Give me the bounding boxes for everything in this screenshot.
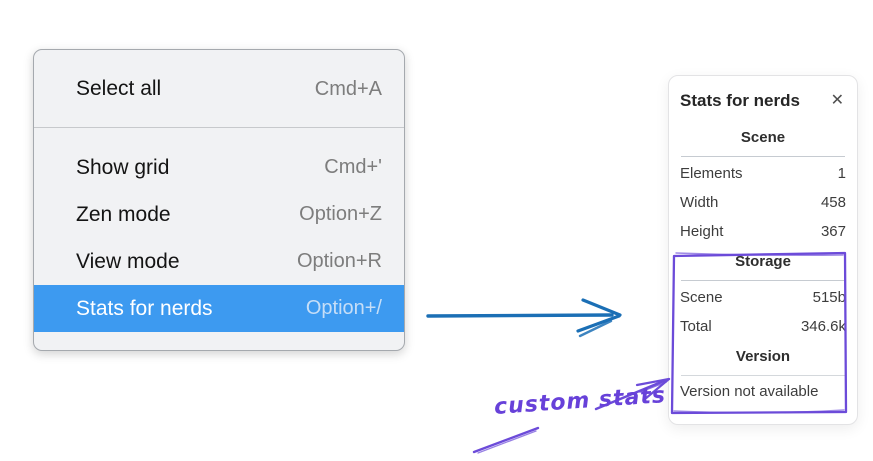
menu-item-label: Stats for nerds (76, 296, 213, 320)
menu-item-shortcut: Option+Z (299, 203, 382, 225)
context-menu: Select all Cmd+A Show grid Cmd+' Zen mod… (33, 49, 405, 351)
stats-panel-header: Stats for nerds ✕ (680, 90, 846, 112)
flow-arrow (426, 298, 622, 338)
menu-divider (34, 127, 404, 128)
menu-group-top: Select all Cmd+A (34, 50, 404, 127)
stat-row-width: Width 458 (680, 194, 846, 212)
menu-item-label: Show grid (76, 155, 170, 179)
menu-group-bottom: Show grid Cmd+' Zen mode Option+Z View m… (34, 128, 404, 350)
menu-item-label: Select all (76, 77, 162, 100)
stat-label: Scene (680, 289, 723, 306)
stats-section-version: Version Version not available (680, 347, 846, 401)
stat-row-scene-size: Scene 515b (680, 289, 846, 307)
menu-item-label: Zen mode (76, 202, 171, 226)
version-note: Version not available (680, 383, 819, 400)
annotation-line (472, 426, 540, 454)
stat-value: 367 (820, 223, 846, 240)
close-icon[interactable]: ✕ (830, 92, 844, 109)
stat-label: Elements (680, 165, 743, 182)
menu-item-show-grid[interactable]: Show grid Cmd+' (34, 144, 404, 191)
menu-item-shortcut: Option+R (296, 250, 382, 272)
menu-item-select-all[interactable]: Select all Cmd+A (34, 63, 404, 115)
section-divider (681, 156, 845, 157)
menu-item-label: View mode (76, 249, 180, 273)
stats-panel: Stats for nerds ✕ Scene Elements 1 Width… (668, 75, 858, 425)
stat-label: Total (680, 318, 712, 335)
stats-section-storage: Storage Scene 515b Total 346.6k (680, 252, 846, 336)
menu-item-shortcut: Option+/ (305, 297, 382, 319)
stats-panel-title: Stats for nerds (680, 91, 800, 110)
stat-value: 346.6k (800, 318, 846, 335)
stat-row-height: Height 367 (680, 223, 846, 241)
stat-value: 458 (820, 194, 846, 211)
stat-label: Width (680, 194, 719, 211)
menu-item-shortcut: Cmd+A (314, 77, 382, 100)
stat-value: 1 (837, 165, 846, 182)
section-divider (681, 280, 845, 281)
menu-item-zen-mode[interactable]: Zen mode Option+Z (34, 191, 404, 238)
stat-row-elements: Elements 1 (680, 165, 846, 183)
section-divider (681, 375, 845, 376)
section-title: Storage (735, 253, 791, 270)
stat-label: Height (680, 223, 724, 240)
section-title: Scene (740, 129, 786, 146)
annotation-label: custom stats (493, 383, 667, 420)
stats-section-scene: Scene Elements 1 Width 458 Height 367 (680, 128, 846, 241)
menu-item-shortcut: Cmd+' (324, 156, 382, 178)
stat-value: 515b (812, 289, 846, 306)
menu-item-view-mode[interactable]: View mode Option+R (34, 238, 404, 285)
menu-item-stats-for-nerds[interactable]: Stats for nerds Option+/ (34, 285, 404, 332)
stat-row-total-size: Total 346.6k (680, 318, 846, 336)
section-title: Version (735, 348, 791, 365)
